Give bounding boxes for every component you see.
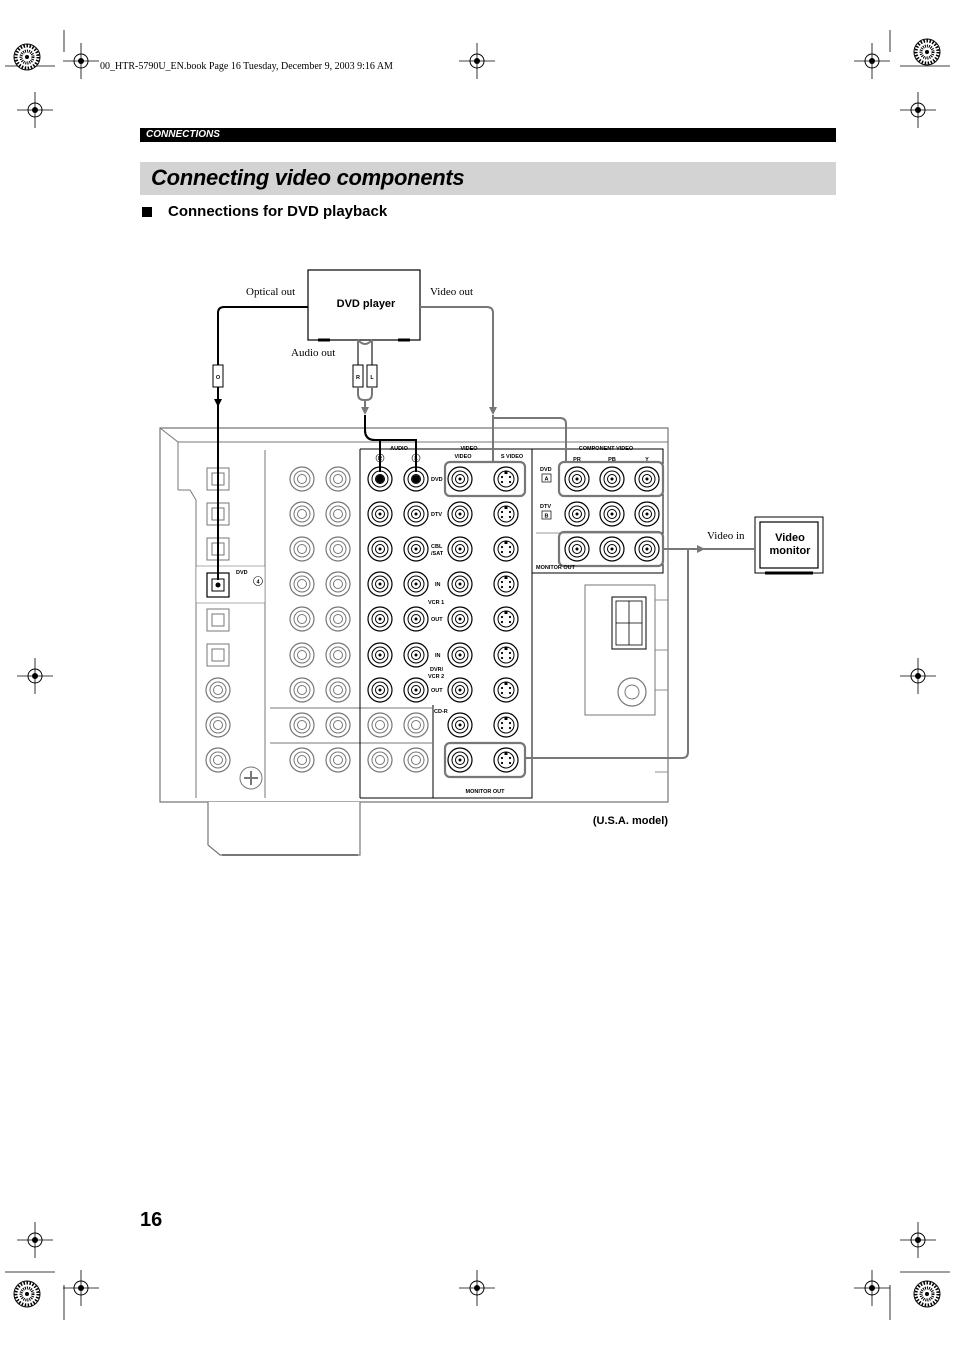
video-monitor-label-2: monitor [770,545,812,557]
label-comp-dtv: DTV [540,504,551,510]
registration-mark-icon [853,1269,891,1307]
registration-rosette-icon [912,37,942,67]
registration-mark-icon [16,1221,54,1259]
label-row-vcr2-out: OUT [431,688,443,694]
label-pb: PB [608,457,616,463]
label-optical-dvd: DVD [236,570,248,576]
title-band [140,162,836,195]
video-monitor: Video monitor [754,516,824,575]
label-monitor-out: MONITOR OUT [465,789,505,795]
label-optical-num: 4 [256,580,260,586]
print-header: 00_HTR-5790U_EN.book Page 16 Tuesday, De… [100,61,393,72]
registration-mark-icon [16,657,54,695]
label-row-dvd: DVD [431,477,443,483]
page-title: Connecting video components [151,165,465,190]
label-row-vcr1: VCR 1 [428,600,444,606]
label-video-sub: VIDEO [454,454,472,460]
dvd-player: DVD player [307,269,421,342]
label-row-dvr: DVR/ [430,667,444,673]
video-in-label: Video in [707,530,745,542]
registration-mark-icon [16,91,54,129]
plug-r-label: R [356,375,360,381]
label-comp-dtv-letter: B [545,514,549,520]
receiver-rear-panel: AUDIO VIDEO VIDEO S VIDEO R L COMPONENT … [159,427,669,856]
page-number: 16 [140,1209,163,1231]
label-y: Y [645,457,649,463]
registration-mark-icon [899,657,937,695]
label-row-cbl: CBL [431,544,443,550]
registration-mark-icon [899,1221,937,1259]
label-row-sat: /SAT [431,551,444,557]
crop-marks [5,30,950,1320]
label-row-vcr2: VCR 2 [428,674,444,680]
label-s-video: S VIDEO [501,454,524,460]
model-note: (U.S.A. model) [593,815,669,827]
dvd-player-label: DVD player [337,298,396,310]
registration-mark-icon [62,42,100,80]
registration-rosette-icon [912,1279,942,1309]
section-label: CONNECTIONS [146,129,220,140]
registration-rosette-icon [12,42,42,72]
optical-out-label: Optical out [246,286,295,298]
label-row-vcr1-out: OUT [431,617,443,623]
plug-o-label: O [216,375,221,381]
subheading: Connections for DVD playback [168,203,388,220]
label-video: VIDEO [460,446,478,452]
video-monitor-label-1: Video [775,532,805,544]
label-pr: PR [573,457,581,463]
section-bar [140,128,836,142]
registration-mark-icon [458,42,496,80]
label-audio: AUDIO [390,446,408,452]
plug-l-label: L [370,375,374,381]
label-row-vcr2-in: IN [435,653,441,659]
registration-rosette-icon [12,1279,42,1309]
label-row-cdr: CD-R [434,709,448,715]
subheading-bullet-icon [142,207,152,217]
registration-mark-icon [853,42,891,80]
label-row-vcr1-in: IN [435,582,441,588]
registration-mark-icon [899,91,937,129]
label-component-video: COMPONENT VIDEO [579,446,634,452]
registration-mark-icon [458,1269,496,1307]
label-comp-monitor-out: MONITOR OUT [536,565,576,571]
label-row-dtv: DTV [431,512,442,518]
label-comp-dvd: DVD [540,467,552,473]
registration-mark-icon [62,1269,100,1307]
audio-out-label: Audio out [291,347,335,359]
cables: O R L [212,306,755,759]
label-comp-dvd-letter: A [545,477,549,483]
video-out-label: Video out [430,286,473,298]
